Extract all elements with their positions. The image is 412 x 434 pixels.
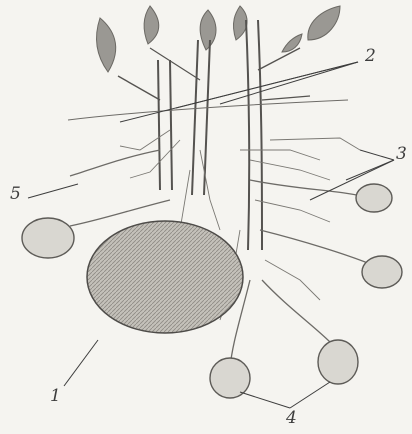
stem-right xyxy=(246,20,249,250)
stolon-bottom-right xyxy=(262,280,338,350)
branch-left xyxy=(118,76,160,100)
tuber-bottom-left xyxy=(210,358,250,398)
stem-mid-inner xyxy=(204,40,210,195)
leaf-left xyxy=(96,18,115,72)
tuber-right-upper xyxy=(356,184,392,212)
branch-right xyxy=(258,48,300,70)
leader-4b xyxy=(290,382,330,408)
label-2: 2 xyxy=(365,48,376,65)
label-3: 3 xyxy=(396,146,407,163)
leader-3c xyxy=(346,160,394,180)
leader-5 xyxy=(28,184,78,198)
branch-twig xyxy=(262,96,310,100)
stem-mid xyxy=(192,40,198,195)
label-5: 5 xyxy=(10,186,21,203)
stem-left xyxy=(158,60,160,190)
stolon-right-upper xyxy=(250,180,370,198)
leaf-right xyxy=(308,6,340,40)
stolon-top-left xyxy=(70,150,160,176)
leader-4a xyxy=(240,392,290,408)
leaf-center xyxy=(200,10,216,50)
label-4: 4 xyxy=(286,410,297,427)
stem-left-inner xyxy=(170,60,172,190)
tuber-left xyxy=(22,218,74,258)
leaf-center-right xyxy=(233,6,247,40)
leader-3a xyxy=(360,150,394,160)
stems xyxy=(118,20,310,250)
stem-right-inner xyxy=(258,20,262,250)
leaf-center-left xyxy=(144,6,159,44)
stolon-right-lower xyxy=(260,230,380,268)
label-1: 1 xyxy=(50,388,61,405)
leader-1 xyxy=(64,340,98,386)
tuber-bottom-right xyxy=(318,340,358,384)
mother-tuber xyxy=(87,221,243,333)
tuber-right-lower xyxy=(362,256,402,288)
leaves xyxy=(96,6,340,72)
